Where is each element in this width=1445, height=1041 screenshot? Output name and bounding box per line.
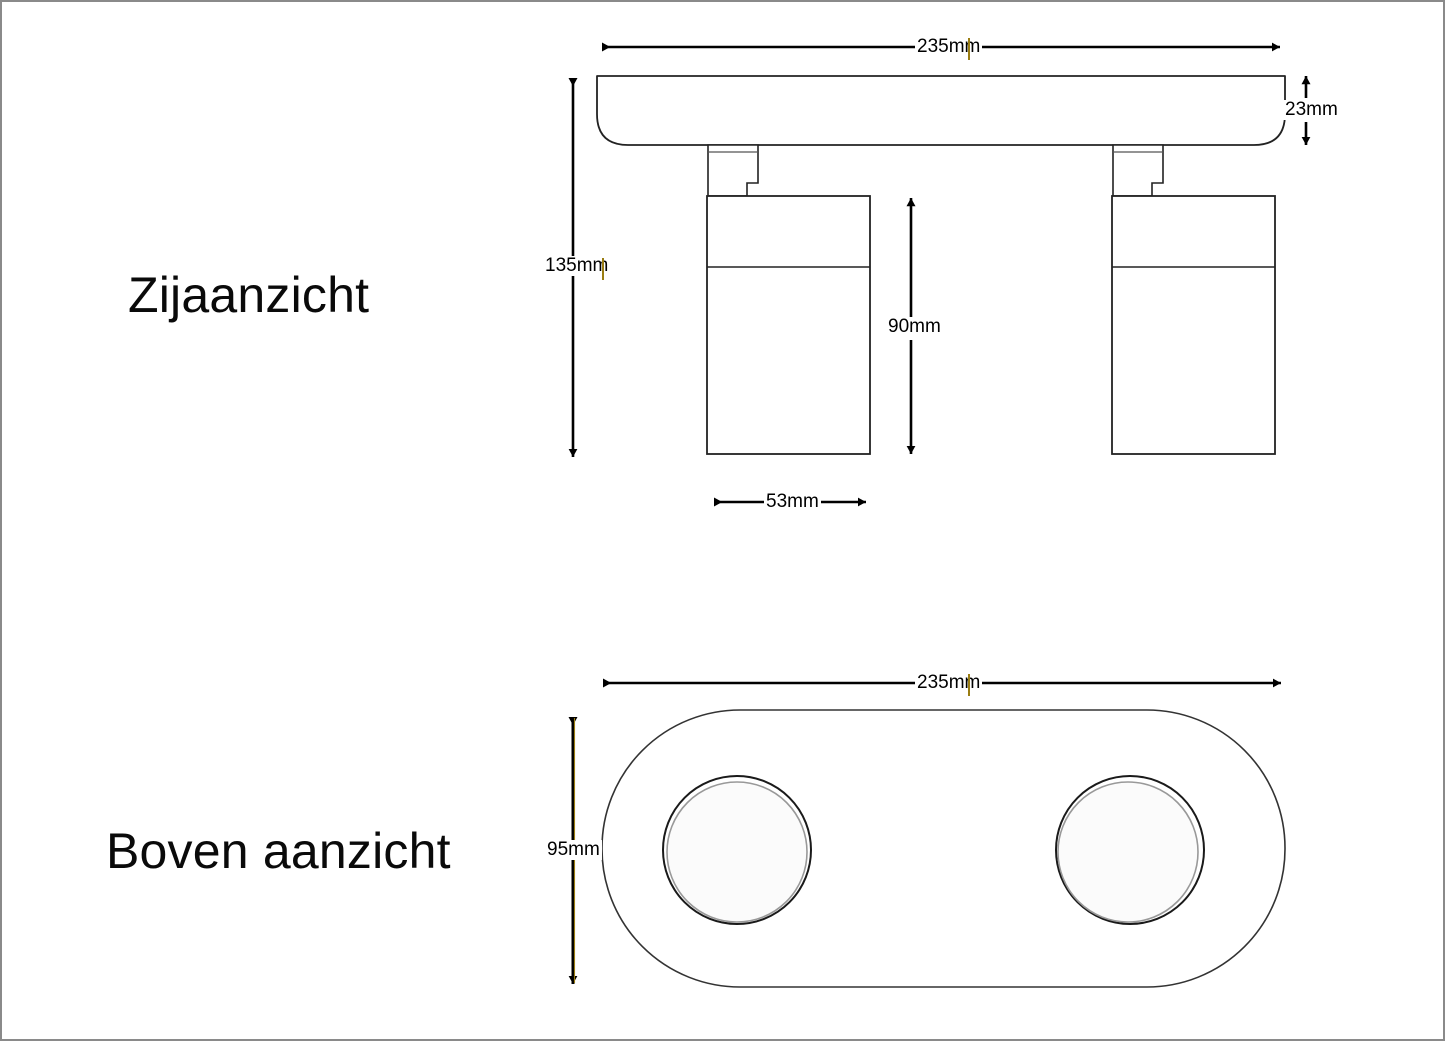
dimension-label-plate-thickness: 23mm (1283, 99, 1340, 120)
spotlight-bracket-left (707, 144, 759, 197)
lens-inner-ring-right (1057, 781, 1199, 923)
dimension-label-side-width: 235mm (915, 36, 983, 57)
side-base-plate (596, 75, 1286, 146)
dimension-caret-side-width (968, 38, 970, 60)
top-lens-left (662, 775, 812, 925)
top-lens-right (1055, 775, 1205, 925)
top-view-label: Boven aanzicht (106, 823, 451, 879)
spotlight-body-right (1111, 195, 1276, 455)
dimension-label-spot-height: 90mm (886, 316, 943, 337)
side-spotlight-left (706, 144, 871, 455)
spotlight-body-left (706, 195, 871, 455)
side-view-geometry (596, 75, 1286, 455)
dimension-label-top-depth: 95mm (545, 839, 602, 860)
lens-inner-ring-left (666, 781, 808, 923)
side-spotlight-right (1111, 144, 1276, 455)
dimension-label-side-height: 135mm (543, 255, 611, 276)
dimension-caret-top-width (968, 674, 970, 696)
dimension-label-top-width: 235mm (915, 672, 983, 693)
side-view-label: Zijaanzicht (128, 267, 370, 323)
spotlight-bracket-right (1112, 144, 1164, 197)
top-view-geometry (601, 709, 1286, 988)
dimension-caret-side-height (602, 258, 604, 280)
dimension-label-spot-width: 53mm (764, 491, 821, 512)
